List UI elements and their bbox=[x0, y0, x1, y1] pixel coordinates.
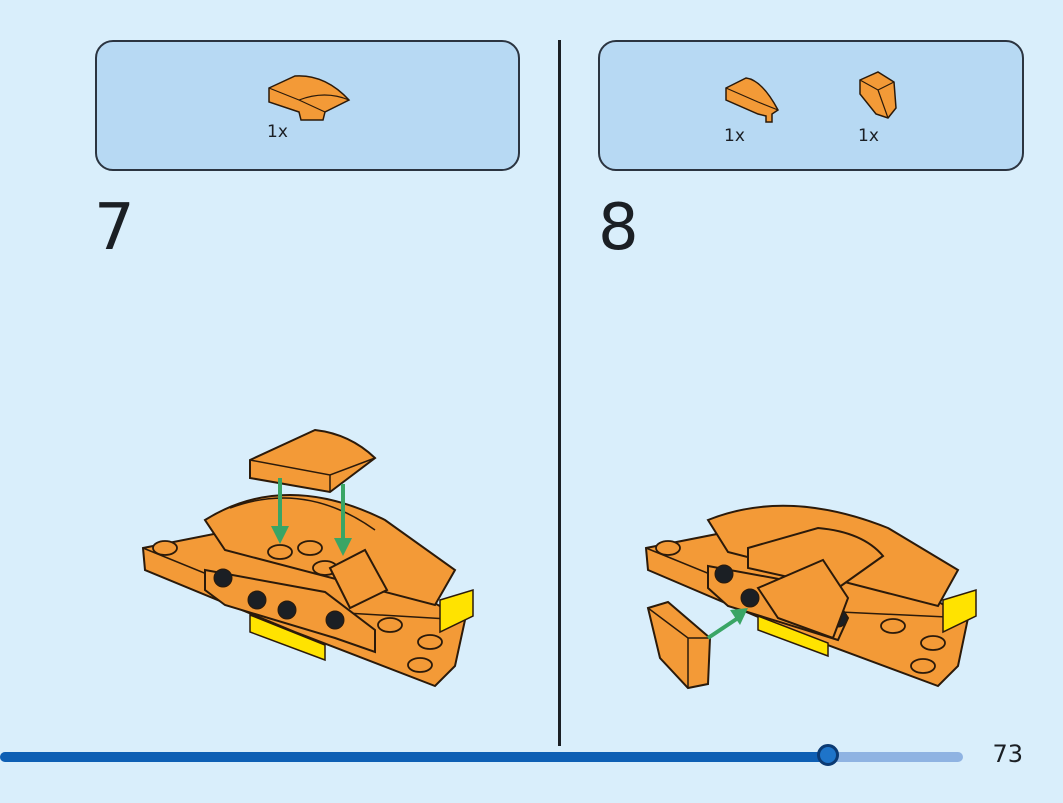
step-number: 8 bbox=[598, 191, 639, 265]
step-8-model-illustration bbox=[644, 504, 977, 690]
step-divider bbox=[558, 40, 561, 746]
build-arrow-icon bbox=[706, 608, 748, 640]
build-arrow-icon bbox=[271, 478, 352, 556]
step-number: 7 bbox=[94, 191, 135, 265]
wedge-slope-brick-icon bbox=[725, 77, 779, 123]
part-quantity: 1x bbox=[858, 126, 879, 146]
progress-fill bbox=[0, 752, 828, 762]
progress-knob[interactable] bbox=[817, 744, 839, 766]
parts-box-step-8: 1x 1x bbox=[598, 40, 1024, 171]
parts-box-step-7: 1x bbox=[95, 40, 520, 171]
wedge-slope-brick-icon bbox=[859, 71, 897, 119]
part-quantity: 1x bbox=[724, 126, 745, 146]
curved-slope-brick-icon bbox=[268, 75, 351, 121]
part-quantity: 1x bbox=[267, 122, 288, 142]
step-7-model-illustration bbox=[141, 428, 474, 688]
page-number: 73 bbox=[992, 740, 1023, 768]
